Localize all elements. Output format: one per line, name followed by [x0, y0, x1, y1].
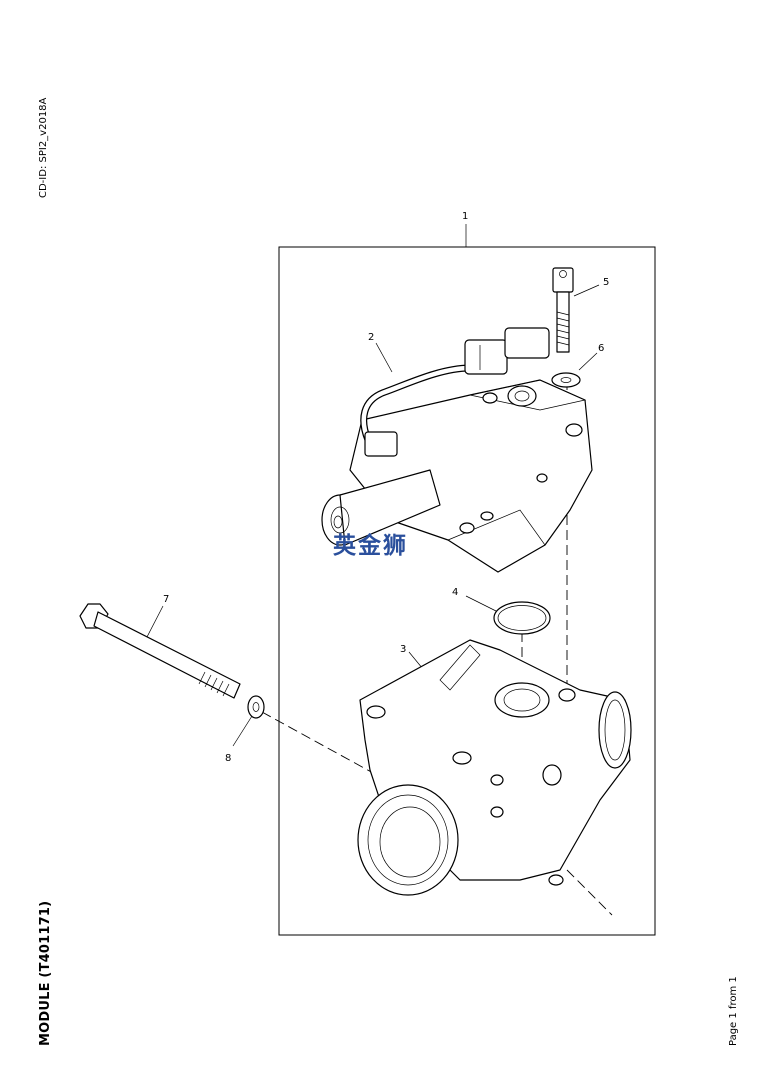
callout-3: 3	[400, 644, 406, 655]
bolt-part-7	[79, 603, 241, 699]
callout-7: 7	[163, 594, 169, 605]
callout-8: 8	[225, 753, 231, 764]
washer-part-6	[551, 372, 581, 388]
o-ring-part-4	[493, 601, 551, 635]
leader-lines	[146, 224, 600, 747]
callout-2: 2	[368, 332, 374, 343]
callout-6: 6	[598, 343, 604, 354]
assembly-frame	[278, 246, 656, 936]
callout-5: 5	[603, 277, 609, 288]
actuator-module-part-2	[321, 327, 593, 573]
washer-part-8	[247, 695, 265, 719]
screw-part-5	[552, 267, 574, 353]
watermark-logo: 英金狮	[333, 532, 408, 559]
callout-4: 4	[452, 587, 458, 598]
callout-1: 1	[462, 211, 468, 222]
housing-part-3	[357, 639, 632, 896]
